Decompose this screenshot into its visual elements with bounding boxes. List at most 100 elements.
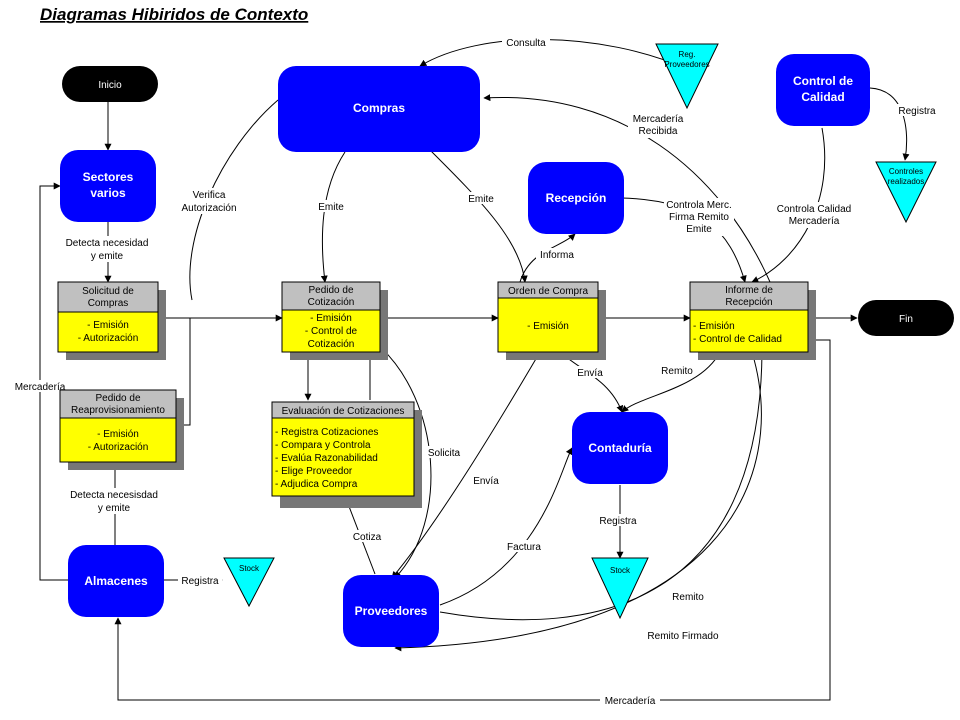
doc-pedido-cot-l3: Cotización — [308, 339, 355, 350]
doc-informe-recepcion: Informe de Recepción - Emisión - Control… — [689, 281, 816, 360]
doc-pedido-reaprov: Pedido de Reaprovisionamiento - Emisión … — [59, 389, 184, 470]
label-envia-b: Envía — [473, 476, 499, 487]
label-remito-firmado: Remito Firmado — [647, 631, 719, 642]
entity-control-label-1: Control de — [793, 74, 853, 88]
label-controla-merc-2: Firma Remito — [669, 212, 729, 223]
flow-labels: Consulta Mercadería Recibida Registra Ve… — [10, 36, 938, 707]
diagram-title: Diagramas Hibiridos de Contexto — [40, 5, 308, 24]
doc-solicitud-h1: Solicitud de — [82, 286, 134, 297]
store-reg-label-1: Reg. — [679, 50, 696, 59]
doc-reaprov-h1: Pedido de — [95, 393, 140, 404]
store-reg-proveedores: Reg. Proveedores — [655, 43, 719, 110]
doc-pedido-cotizacion: Pedido de Cotización - Emisión - Control… — [281, 281, 388, 360]
terminal-fin-label: Fin — [899, 314, 913, 325]
entity-compras: Compras — [278, 66, 480, 152]
doc-reaprov-h2: Reaprovisionamiento — [71, 405, 165, 416]
store-controles-label-2: realizados — [888, 177, 924, 186]
entity-almacenes-label: Almacenes — [84, 574, 148, 588]
label-solicita: Solicita — [428, 448, 461, 459]
entity-recepcion-label: Recepción — [546, 191, 607, 205]
store-reg-label-2: Proveedores — [664, 60, 709, 69]
terminal-inicio-label: Inicio — [98, 80, 122, 91]
label-factura: Factura — [507, 542, 541, 553]
doc-solicitud-h2: Compras — [88, 298, 129, 309]
label-cotiza: Cotiza — [353, 532, 382, 543]
flow-mercaderia-recibida — [483, 94, 771, 283]
label-registra-cont: Registra — [599, 516, 637, 527]
label-controla-calidad-2: Mercadería — [789, 216, 840, 227]
entity-compras-label: Compras — [353, 101, 405, 115]
store-controles-label-1: Controles — [889, 167, 923, 176]
label-mercaderia-izq: Mercadería — [15, 382, 66, 393]
label-controla-merc-1: Controla Merc. — [666, 200, 732, 211]
doc-solicitud-l2: - Autorización — [78, 333, 139, 344]
store-stock-almacen: Stock — [223, 557, 275, 608]
flow-consulta — [419, 39, 691, 71]
label-emite-b: Emite — [468, 194, 494, 205]
entity-contaduria: Contaduría — [572, 412, 668, 484]
flow-mercaderia-bottom — [114, 339, 831, 701]
flow-envia-proveedores — [391, 351, 541, 579]
store-stock-contaduria: Stock — [591, 557, 649, 620]
doc-solicitud-compras: Solicitud de Compras - Emisión - Autoriz… — [57, 281, 166, 360]
label-detecta-1a: Detecta necesidad — [66, 238, 149, 249]
doc-eval-l2: - Compara y Controla — [275, 440, 371, 451]
doc-informe-h2: Recepción — [725, 297, 772, 308]
doc-orden-compra: Orden de Compra - Emisión — [497, 281, 606, 360]
doc-orden-h1: Orden de Compra — [508, 286, 588, 297]
flow-registra-controles — [869, 87, 910, 161]
label-detecta-2b: y emite — [98, 503, 131, 514]
store-stock-contaduria-label: Stock — [610, 566, 631, 575]
doc-solicitud-l1: - Emisión — [87, 320, 129, 331]
doc-pedido-cot-l1: - Emisión — [310, 313, 352, 324]
label-registra-alm: Registra — [181, 576, 219, 587]
flow-orden-contaduria — [559, 351, 624, 413]
label-detecta-2a: Detecta necesisdad — [70, 490, 158, 501]
label-controla-calidad-1: Controla Calidad — [777, 204, 852, 215]
label-verifica-2: Autorización — [181, 203, 236, 214]
entity-proveedores: Proveedores — [343, 575, 439, 647]
terminal-fin: Fin — [858, 300, 954, 336]
doc-eval-l1: - Registra Cotizaciones — [275, 427, 378, 438]
doc-orden-l1: - Emisión — [527, 321, 569, 332]
label-mercaderia-inf: Mercadería — [605, 696, 656, 707]
label-envia-a: Envía — [577, 368, 603, 379]
doc-informe-h1: Informe de — [725, 285, 773, 296]
label-remito-b: Remito — [672, 592, 704, 603]
flow-compras-orden — [429, 149, 528, 283]
store-controles: Controles realizados — [875, 161, 937, 224]
doc-eval-l3: - Evalúa Razonabilidad — [275, 453, 378, 464]
label-consulta: Consulta — [506, 38, 546, 49]
flow-informe-contaduria — [621, 351, 721, 413]
doc-pedido-cot-l2: - Control de — [305, 326, 358, 337]
entity-control-label-2: Calidad — [801, 90, 844, 104]
label-remito-a: Remito — [661, 366, 693, 377]
flow-factura — [439, 447, 573, 606]
label-informa: Informa — [540, 250, 574, 261]
doc-reaprov-l2: - Autorización — [88, 442, 149, 453]
entity-control-calidad: Control de Calidad — [776, 54, 870, 126]
store-stock-almacen-label: Stock — [239, 564, 260, 573]
doc-eval-l5: - Adjudica Compra — [275, 479, 358, 490]
entity-recepcion: Recepción — [528, 162, 624, 234]
label-mercaderia-recibida-1: Mercadería — [633, 114, 684, 125]
label-verifica-1: Verifica — [193, 190, 226, 201]
flow-remito-firmado — [394, 351, 762, 652]
label-registra-cc: Registra — [898, 106, 936, 117]
doc-reaprov-l1: - Emisión — [97, 429, 139, 440]
entity-sectores-label-2: varios — [90, 186, 126, 200]
doc-informe-l2: - Control de Calidad — [693, 334, 782, 345]
label-controla-merc-3: Emite — [686, 224, 712, 235]
label-detecta-1b: y emite — [91, 251, 124, 262]
flow-compras-pedido — [320, 151, 346, 283]
flow-solicita — [377, 344, 432, 579]
entity-almacenes: Almacenes — [68, 545, 164, 617]
doc-evaluacion-cotizaciones: Evaluación de Cotizaciones - Registra Co… — [271, 401, 422, 508]
doc-eval-l4: - Elige Proveedor — [275, 466, 353, 477]
doc-pedido-cot-h2: Cotización — [308, 297, 355, 308]
label-mercaderia-recibida-2: Recibida — [639, 126, 678, 137]
doc-informe-l1: - Emisión — [693, 321, 735, 332]
entity-sectores-label-1: Sectores — [83, 170, 134, 184]
doc-pedido-cot-h1: Pedido de — [308, 285, 353, 296]
